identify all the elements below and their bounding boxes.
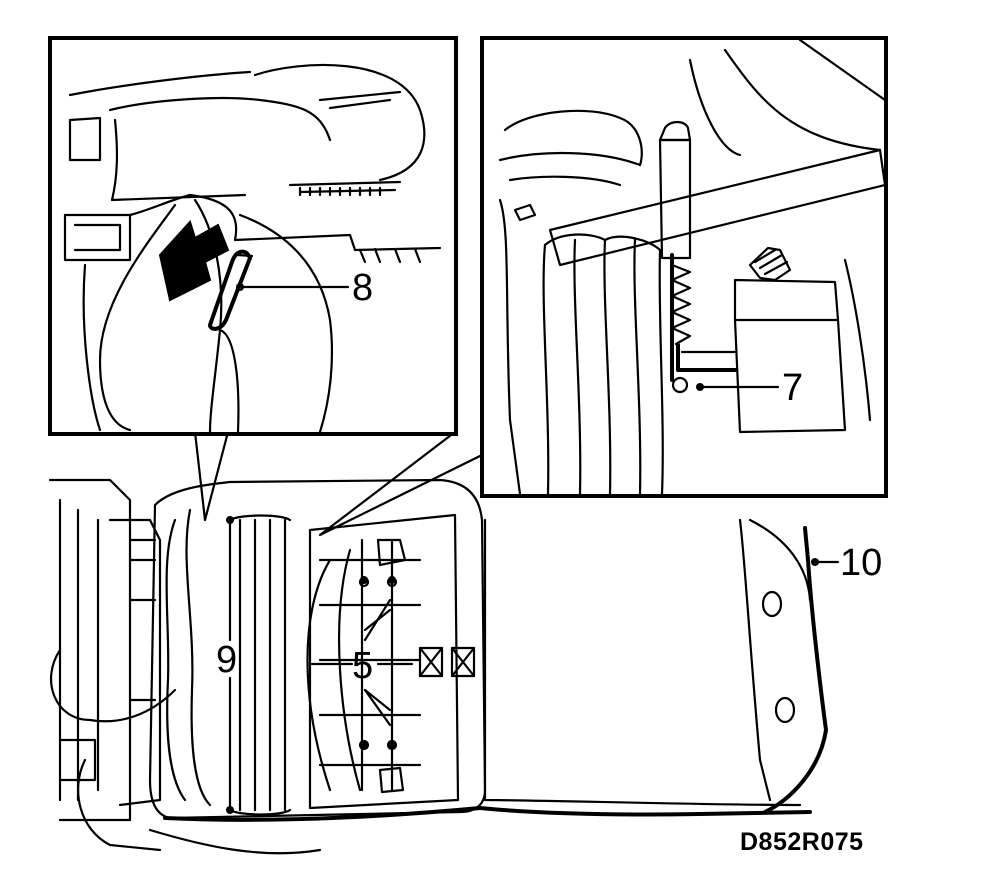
callout-label-5: 5 [352, 645, 373, 687]
detail-view-left [48, 36, 458, 436]
detail-view-right [480, 36, 888, 498]
pull-direction-arrow-icon [158, 220, 230, 302]
callout-label-9: 9 [216, 639, 237, 681]
main-view [48, 478, 828, 855]
view-pointer-right [318, 430, 484, 537]
drawing-code: D852R075 [740, 828, 864, 856]
callout-label-8: 8 [352, 267, 373, 309]
callout-label-7: 7 [782, 367, 803, 409]
callout-label-10: 10 [840, 542, 882, 584]
view-pointer-left [193, 430, 230, 522]
